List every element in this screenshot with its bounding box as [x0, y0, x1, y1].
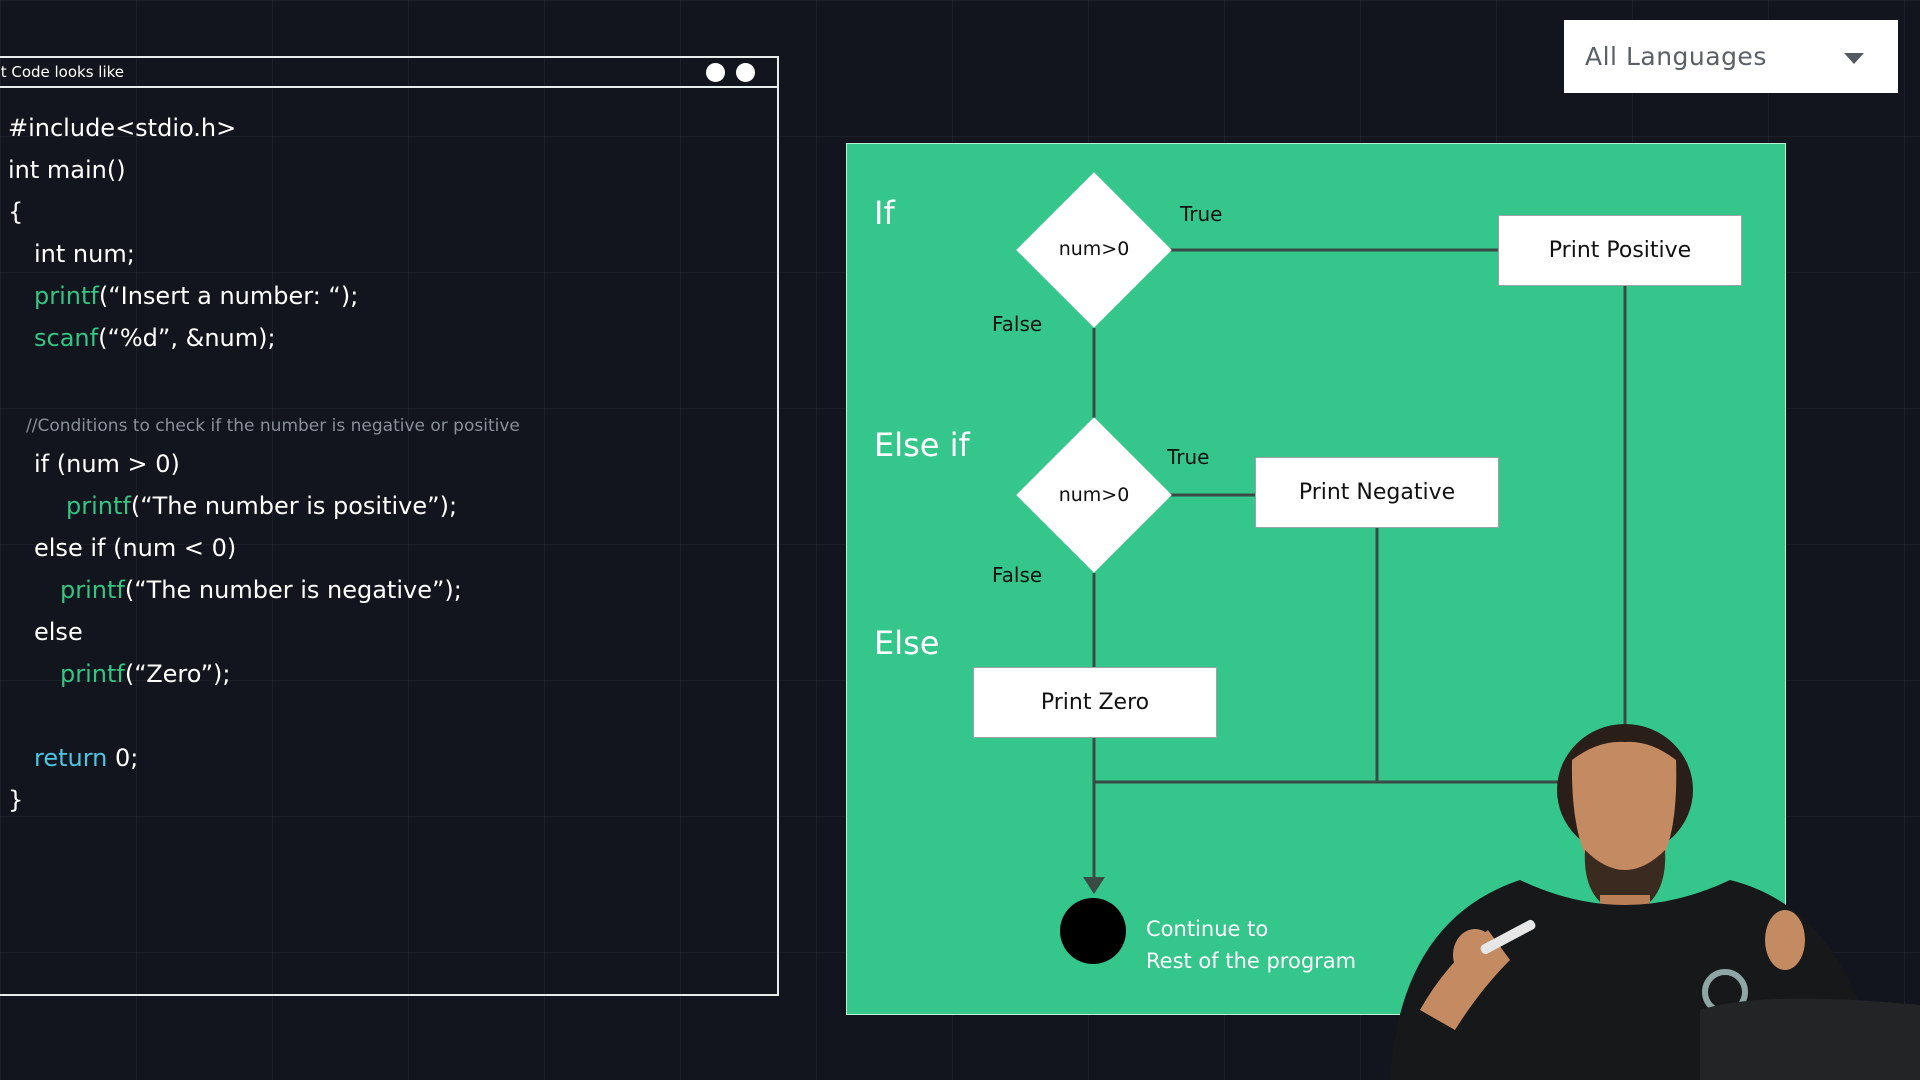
code-window-titlebar: hat Code looks like	[0, 58, 777, 88]
arrow-down-icon	[1083, 877, 1105, 894]
true-label: True	[1180, 202, 1223, 226]
code-keyword: printf	[66, 492, 131, 520]
end-node	[1060, 898, 1126, 964]
decision-label: num>0	[1058, 238, 1130, 260]
code-line: if (num > 0)	[34, 450, 180, 478]
section-label-if: If	[874, 194, 895, 232]
code-window: hat Code looks like #include<stdio.h> in…	[0, 56, 779, 996]
decision-label: num>0	[1058, 484, 1130, 506]
code-line: else if (num < 0)	[34, 534, 237, 562]
code-line: printf(“The number is positive”);	[66, 492, 458, 520]
code-body: #include<stdio.h> int main() { int num; …	[0, 90, 777, 994]
false-label: False	[992, 312, 1043, 336]
code-line: #include<stdio.h>	[8, 114, 237, 142]
code-keyword: printf	[34, 282, 99, 310]
code-line: {	[8, 198, 24, 226]
window-dot-icon[interactable]	[706, 63, 725, 82]
true-label: True	[1167, 445, 1210, 469]
code-line: scanf(“%d”, &num);	[34, 324, 276, 352]
code-keyword: printf	[60, 576, 125, 604]
section-label-else: Else	[874, 624, 940, 662]
code-line: else	[34, 618, 83, 646]
language-select[interactable]: All Languages	[1564, 20, 1898, 93]
code-keyword: scanf	[34, 324, 99, 352]
print-zero-box: Print Zero	[973, 667, 1217, 738]
false-label: False	[992, 563, 1043, 587]
code-window-title: hat Code looks like	[0, 63, 125, 81]
code-line: int main()	[8, 156, 126, 184]
section-label-else-if: Else if	[874, 426, 970, 464]
code-line: return 0;	[34, 744, 139, 772]
code-line: printf(“The number is negative”);	[60, 576, 462, 604]
print-negative-box: Print Negative	[1255, 457, 1499, 528]
end-label: Continue to Rest of the program	[1146, 917, 1357, 973]
code-keyword: return	[34, 744, 108, 772]
language-select-value: All Languages	[1585, 42, 1767, 71]
print-positive-box: Print Positive	[1498, 215, 1742, 286]
code-comment: //Conditions to check if the number is n…	[26, 416, 520, 436]
code-line: printf(“Insert a number: “);	[34, 282, 359, 310]
chevron-down-icon[interactable]	[1844, 53, 1864, 64]
code-keyword: printf	[60, 660, 125, 688]
code-line: }	[8, 786, 24, 814]
code-line: printf(“Zero”);	[60, 660, 231, 688]
code-line: int num;	[34, 240, 135, 268]
window-dot-icon[interactable]	[736, 63, 755, 82]
